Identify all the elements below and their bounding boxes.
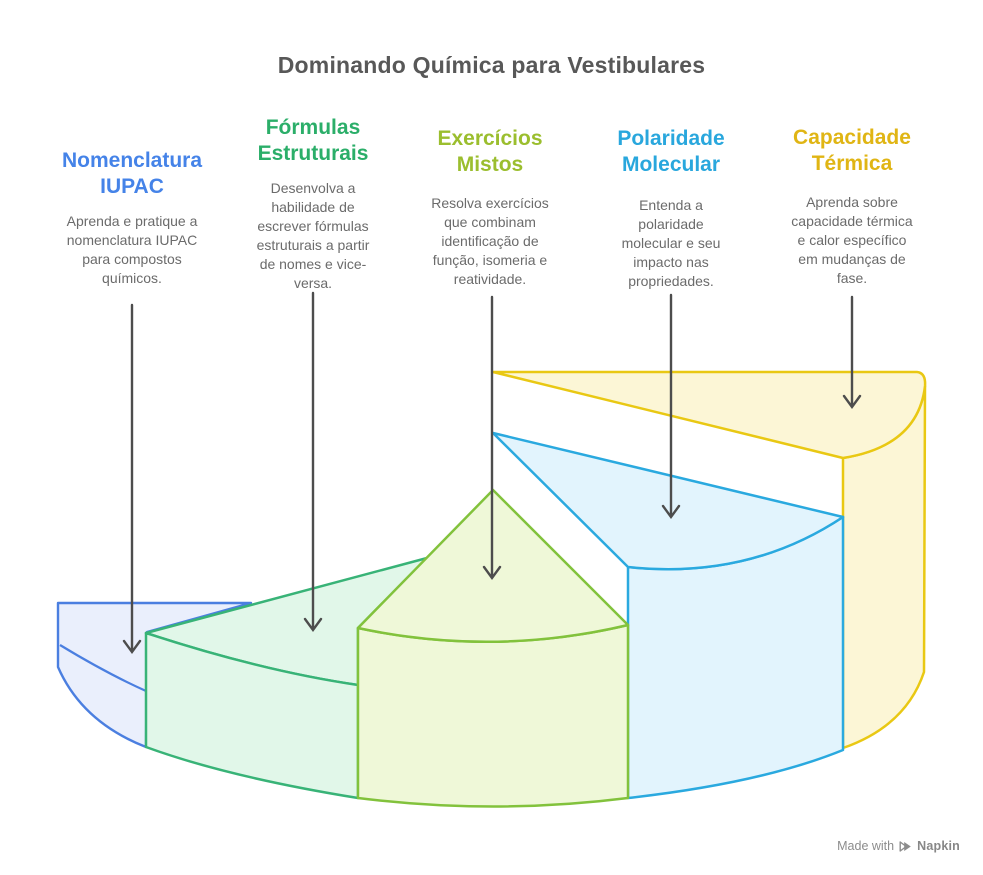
section-polaridade-molecular: Polaridade Molecular Entenda a polaridad… bbox=[571, 126, 771, 289]
arrow-capacidade-termica bbox=[842, 295, 862, 410]
arrow-nomenclatura-iupac bbox=[122, 303, 142, 655]
arrow-exercicios-mistos bbox=[482, 295, 502, 581]
slice-capacidade-termica bbox=[491, 370, 927, 750]
page-title: Dominando Química para Vestibulares bbox=[277, 52, 706, 78]
slice-polaridade-molecular-top bbox=[491, 431, 845, 571]
section-exercicios-mistos: Exercícios Mistos Resolva exercícios que… bbox=[390, 126, 590, 287]
section-heading: Nomenclatura IUPAC bbox=[61, 149, 203, 198]
section-heading: Fórmulas Estruturais bbox=[257, 116, 369, 165]
section-heading: Exercícios Mistos bbox=[437, 127, 543, 176]
slice-nomenclatura-iupac-rim bbox=[59, 644, 147, 693]
watermark-prefix: Made with bbox=[837, 839, 895, 853]
section-description: Resolva exercícios que combinam identifi… bbox=[431, 195, 549, 287]
section-heading: Polaridade Molecular bbox=[617, 127, 725, 176]
section-formulas-estruturais: Fórmulas Estruturais Desenvolva a habili… bbox=[213, 115, 413, 291]
napkin-watermark[interactable]: Made with Napkin bbox=[837, 838, 960, 854]
slice-capacidade-termica-top bbox=[491, 370, 927, 460]
napkin-logo-icon bbox=[899, 840, 911, 852]
arrow-formulas-estruturais bbox=[303, 291, 323, 633]
section-description: Desenvolva a habilidade de escrever fórm… bbox=[256, 180, 370, 291]
arrow-polaridade-molecular bbox=[661, 293, 681, 520]
section-nomenclatura-iupac: Nomenclatura IUPAC Aprenda e pratique a … bbox=[32, 148, 232, 286]
section-capacidade-termica: Capacidade Térmica Aprenda sobre capacid… bbox=[752, 125, 952, 286]
section-description: Aprenda sobre capacidade térmica e calor… bbox=[791, 194, 913, 286]
watermark-brand: Napkin bbox=[917, 839, 960, 853]
section-description: Entenda a polaridade molecular e seu imp… bbox=[621, 197, 721, 289]
slice-polaridade-molecular bbox=[491, 431, 845, 800]
slice-exercicios-mistos-wall bbox=[356, 623, 630, 808]
connector-arrows bbox=[122, 291, 862, 655]
section-description: Aprenda e pratique a nomenclatura IUPAC … bbox=[66, 213, 198, 286]
section-heading: Capacidade Térmica bbox=[793, 126, 911, 175]
